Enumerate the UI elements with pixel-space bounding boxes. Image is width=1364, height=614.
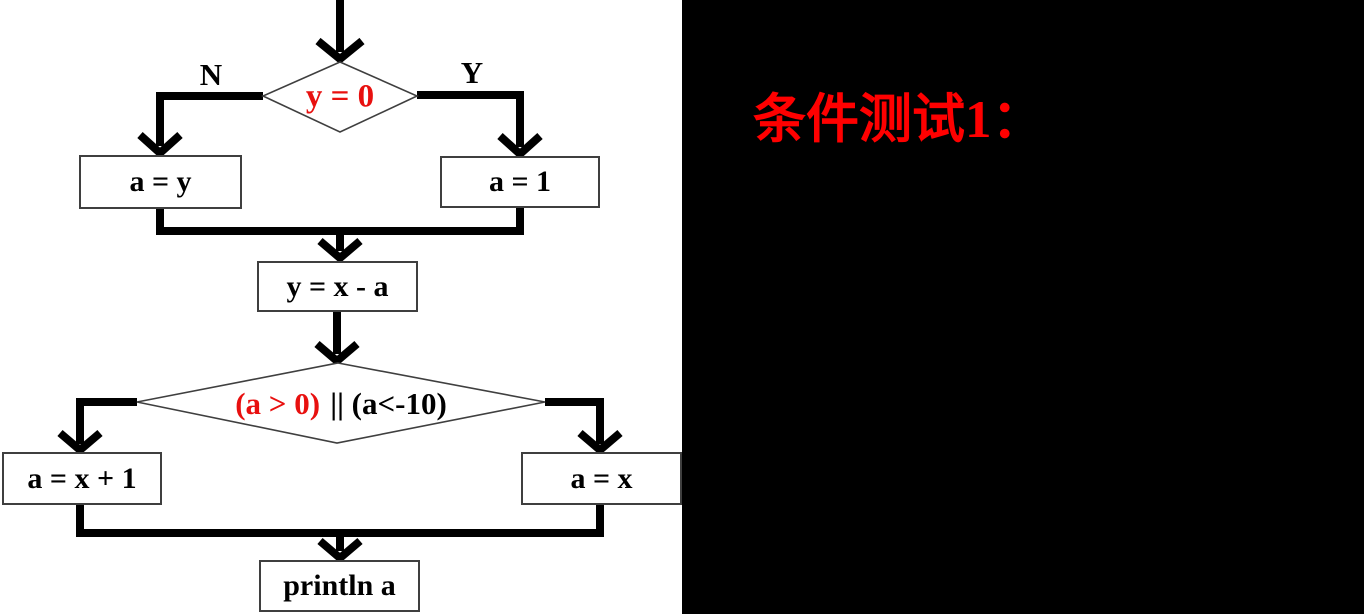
slide-background-panel [682, 0, 1364, 614]
decision2-condition: (a > 0) || (a<-10) [235, 386, 447, 422]
decision1-condition: y = 0 [305, 78, 375, 115]
process-text-a-eq-y: a = y [129, 165, 192, 198]
process-text-a-eq-x: a = x [570, 461, 633, 495]
process-text-y-eq-x-minus-a: y = x - a [286, 269, 389, 303]
process-box-println-a: println a [259, 560, 420, 612]
decision2-true-arrowhead-icon [57, 429, 103, 456]
process-text-a-eq-1: a = 1 [488, 165, 552, 198]
branch-label-yes: Y [460, 55, 484, 90]
process-box-a-eq-x-plus-1: a = x + 1 [2, 452, 162, 505]
process-text-a-eq-x-plus-1: a = x + 1 [27, 461, 137, 495]
entry-arrowhead-icon [315, 37, 365, 65]
decision2-false-line [545, 398, 604, 444]
decision1-diamond [261, 61, 419, 133]
flow-connectors [57, 0, 623, 564]
branch-yes-arrowhead-icon [497, 133, 543, 160]
decision2-true-line [76, 398, 137, 444]
decision2-condition-red: (a > 0) [235, 386, 321, 421]
decision2-diamond [136, 362, 546, 444]
process-text-println-a: println a [283, 569, 396, 602]
branch-label-no: N [199, 57, 223, 92]
merge2-arrowhead-icon [317, 537, 363, 564]
slide-title: 条件测试1： [753, 91, 1045, 149]
decision2-false-arrowhead-icon [577, 429, 623, 456]
branch-no-line [156, 92, 263, 146]
merge1-arrowhead-icon [317, 237, 363, 264]
process-box-y-eq-x-minus-a: y = x - a [257, 261, 418, 312]
merge1-line [156, 207, 524, 235]
process-box-a-eq-y: a = y [79, 155, 242, 209]
to-decision2-arrowhead-icon [314, 340, 360, 367]
process-box-a-eq-1: a = 1 [440, 156, 600, 208]
branch-no-arrowhead-icon [137, 132, 183, 159]
decision-diamonds [136, 61, 546, 444]
process-box-a-eq-x: a = x [521, 452, 682, 505]
flowchart-pane: N Y y = 0 (a > 0)|| (a<-10) a = y a = 1 … [0, 0, 682, 614]
branch-yes-line [417, 91, 524, 147]
flowchart-canvas [57, 0, 623, 564]
merge2-line [76, 504, 604, 537]
decision2-condition-black: || (a<-10) [330, 386, 447, 421]
